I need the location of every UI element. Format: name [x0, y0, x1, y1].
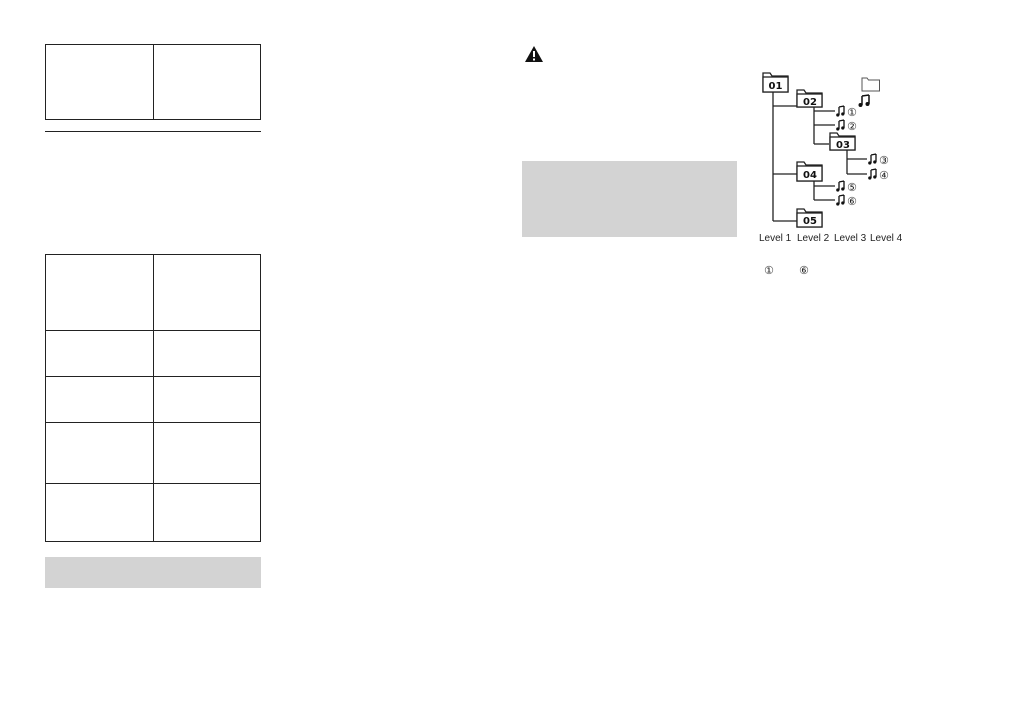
folder-icon: 05	[796, 208, 823, 228]
table-row	[46, 376, 260, 422]
section-divider	[45, 131, 261, 132]
top-table	[45, 44, 261, 120]
music-note-icon	[858, 94, 870, 107]
music-note-icon	[836, 194, 845, 206]
level-label-3: Level 3	[834, 233, 867, 244]
legend-range-end: ⑥	[799, 264, 809, 277]
file-mark-6: ⑥	[847, 195, 857, 208]
spec-table-divider	[153, 255, 154, 541]
folder-icon: 02	[796, 89, 823, 108]
folder-label-04: 04	[803, 170, 817, 181]
folder-label-05: 05	[803, 216, 817, 227]
music-note-icon	[868, 168, 877, 180]
legend-range-start: ①	[764, 264, 774, 277]
table-row	[46, 330, 260, 376]
note-box-left	[45, 557, 261, 588]
level-label-4: Level 4	[870, 233, 903, 244]
level-label-1: Level 1	[759, 233, 792, 244]
music-note-icon	[836, 119, 845, 131]
folder-label-03: 03	[836, 140, 850, 151]
table-row	[46, 255, 260, 330]
table-row	[46, 422, 260, 483]
warning-triangle-icon	[525, 46, 543, 62]
top-table-divider	[153, 45, 154, 119]
folder-icon: 03	[829, 132, 856, 151]
folder-icon: 01	[762, 72, 789, 93]
folder-label-01: 01	[769, 81, 783, 92]
music-note-icon	[836, 180, 845, 192]
file-mark-5: ⑤	[847, 181, 857, 194]
caution-box	[522, 161, 737, 237]
music-note-icon	[836, 105, 845, 117]
file-mark-4: ④	[879, 169, 889, 182]
file-mark-2: ②	[847, 120, 857, 133]
level-label-2: Level 2	[797, 233, 830, 244]
file-mark-1: ①	[847, 106, 857, 119]
spec-table	[45, 254, 261, 542]
folder-icon: 04	[796, 161, 823, 182]
table-row	[46, 483, 260, 543]
music-note-icon	[868, 153, 877, 165]
folder-label-02: 02	[803, 97, 817, 108]
folder-icon	[861, 77, 880, 92]
file-mark-3: ③	[879, 154, 889, 167]
folder-hierarchy-diagram: 01 02 03 04 05 ① ②	[762, 72, 889, 228]
